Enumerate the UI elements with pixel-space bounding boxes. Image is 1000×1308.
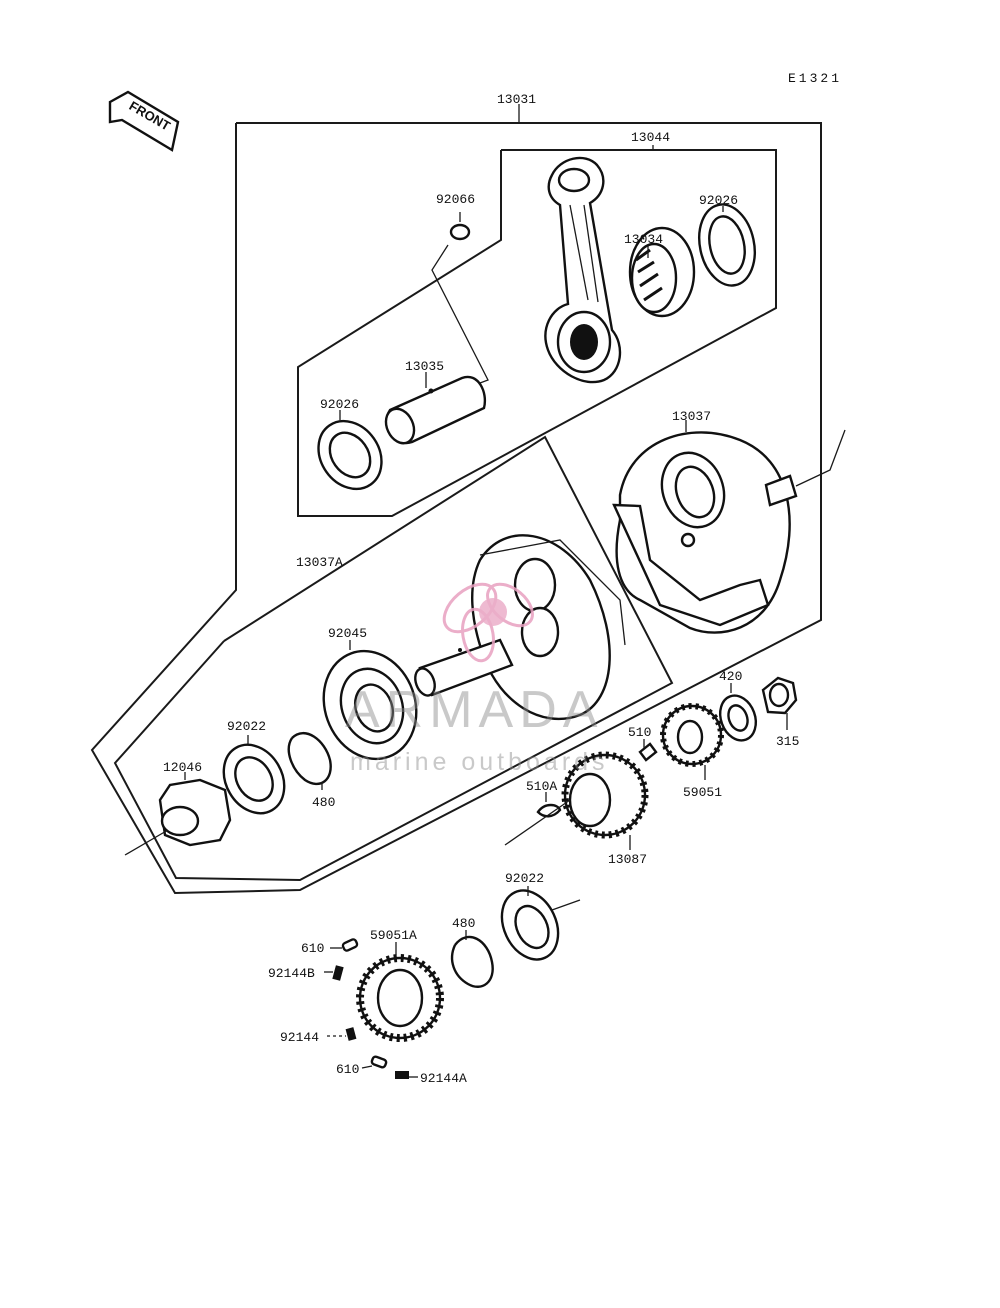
label-13035: 13035 — [405, 359, 444, 374]
label-92144B: 92144B — [268, 966, 315, 981]
propeller-logo-icon — [442, 582, 534, 663]
crank-half-13037-icon — [612, 420, 846, 634]
spring-92144A-icon — [395, 1071, 418, 1079]
front-arrow-icon: FRONT — [108, 90, 180, 152]
washer-92022-mid-icon — [222, 735, 286, 815]
diagram-code: E1321 — [788, 71, 842, 86]
nut-315-icon — [761, 676, 798, 730]
label-13037: 13037 — [672, 409, 711, 424]
gear-59051-icon — [660, 703, 724, 780]
label-13087: 13087 — [608, 852, 647, 867]
label-13044: 13044 — [631, 130, 670, 145]
assembly-outline-13031 — [90, 122, 822, 895]
label-315: 315 — [776, 734, 799, 749]
label-59051A: 59051A — [370, 928, 417, 943]
label-59051: 59051 — [683, 785, 722, 800]
label-420: 420 — [719, 669, 742, 684]
label-610-top: 610 — [301, 941, 324, 956]
watermark-logo: ARMADA marine outboards — [345, 582, 609, 776]
label-510: 510 — [628, 725, 651, 740]
key-510A-icon — [536, 792, 562, 818]
watermark-title: ARMADA — [345, 681, 603, 739]
watermark-subtitle: marine outboards — [350, 748, 609, 776]
label-92066: 92066 — [436, 192, 475, 207]
dowel-610-low-icon — [361, 1055, 388, 1069]
part-92066-icon — [431, 212, 489, 384]
label-610-low: 610 — [336, 1062, 359, 1077]
key-510-icon — [638, 739, 658, 762]
gear-13087-icon — [504, 751, 649, 850]
gear-59051A-icon — [356, 942, 444, 1042]
assembly-outline-13044 — [297, 149, 777, 517]
assembly-outline-13037A — [113, 435, 674, 882]
dowel-610-top-icon — [330, 938, 359, 952]
label-13034: 13034 — [624, 232, 663, 247]
label-92045: 92045 — [328, 626, 367, 641]
label-92144A: 92144A — [420, 1071, 467, 1086]
connecting-rod-icon — [544, 156, 622, 384]
washer-92026-left-icon — [317, 410, 383, 491]
label-13037A: 13037A — [296, 555, 343, 570]
needle-bearing-13034-icon — [628, 226, 696, 318]
label-480-low: 480 — [452, 916, 475, 931]
ball-bearing-92045-icon — [322, 640, 418, 761]
washer-92026-top-icon — [698, 203, 756, 287]
label-92022-low: 92022 — [505, 871, 544, 886]
label-510A: 510A — [526, 779, 557, 794]
circlip-480-low-icon — [450, 930, 494, 988]
label-92026-top: 92026 — [699, 193, 738, 208]
washer-420-icon — [718, 683, 758, 742]
label-92144: 92144 — [280, 1030, 319, 1045]
washer-92022-low-icon — [500, 886, 581, 961]
spring-92144B-icon — [324, 965, 344, 981]
circlip-480-mid-icon — [287, 732, 332, 790]
label-92026-left: 92026 — [320, 397, 359, 412]
spring-92144-icon — [327, 1027, 357, 1041]
sprocket-12046-icon — [124, 772, 232, 856]
label-92022-mid: 92022 — [227, 719, 266, 734]
label-12046: 12046 — [163, 760, 202, 775]
label-13031: 13031 — [497, 92, 536, 107]
label-480-mid: 480 — [312, 795, 335, 810]
crank-pin-13035-icon — [384, 372, 487, 445]
